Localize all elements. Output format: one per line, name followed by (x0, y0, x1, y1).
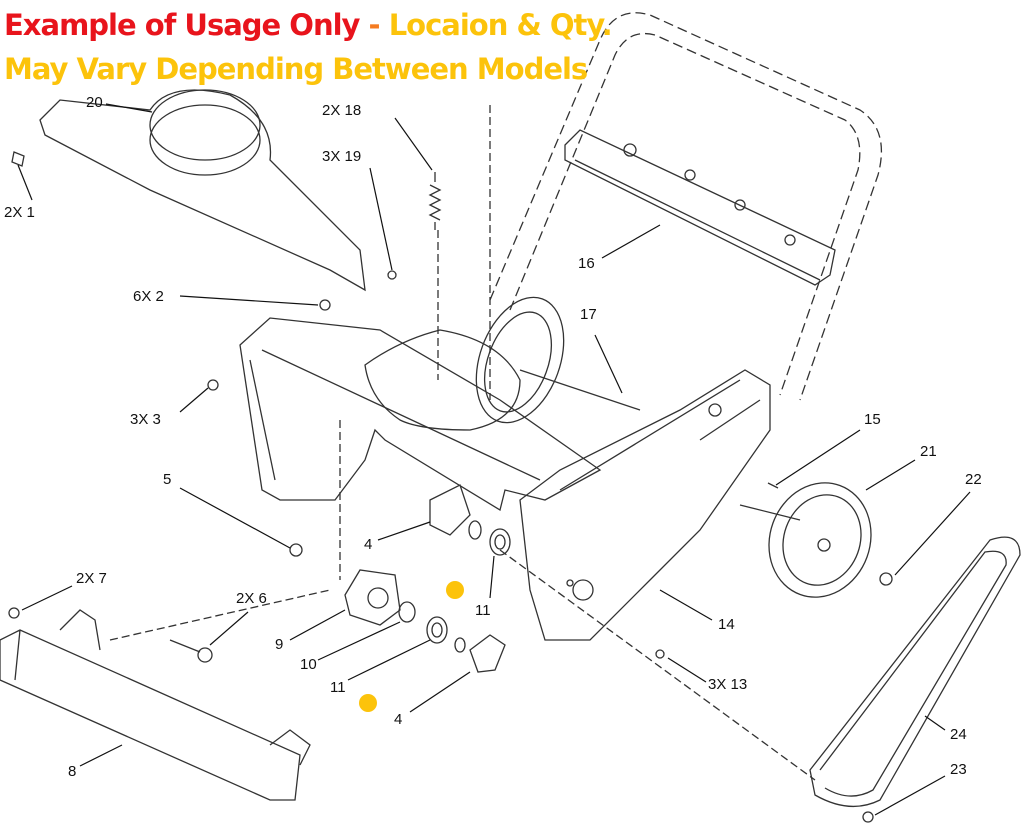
callout-23: 23 (950, 761, 967, 778)
leader-lines (17, 103, 971, 816)
callout-9: 9 (275, 636, 284, 653)
disclaimer-line-2: May Vary Depending Between Models (4, 52, 588, 86)
callout-6: 2X 6 (236, 590, 267, 607)
highlight-dot (446, 581, 464, 599)
callout-14: 14 (718, 616, 735, 633)
callout-16: 16 (578, 255, 595, 272)
callout-2: 6X 2 (133, 288, 164, 305)
handle-outline (489, 12, 882, 401)
disclaimer-yellow: Locaion & Qty. (388, 8, 613, 42)
callout-4-upper: 4 (364, 536, 373, 553)
callout-15: 15 (864, 411, 881, 428)
highlight-dot (359, 694, 377, 712)
callout-3: 3X 3 (130, 411, 161, 428)
callout-8: 8 (68, 763, 77, 780)
bearing-housing-9 (344, 569, 401, 626)
disclaimer-red: Example of Usage Only (4, 8, 360, 42)
frame (519, 369, 771, 641)
callout-4-lower: 4 (394, 711, 403, 728)
callout-10: 10 (300, 656, 317, 673)
wheel-right (768, 482, 872, 598)
callout-7: 2X 7 (76, 570, 107, 587)
callout-20: 20 (86, 94, 103, 111)
control-panel (564, 129, 836, 286)
callout-18: 2X 18 (322, 102, 362, 119)
callout-17: 17 (580, 306, 597, 323)
callout-5: 5 (163, 471, 172, 488)
auger-housing (239, 317, 602, 512)
callout-24: 24 (950, 726, 967, 743)
disclaimer-line-1: Example of Usage Only - Locaion & Qty. (4, 8, 613, 42)
callout-13: 3X 13 (708, 676, 748, 693)
callout-22: 22 (965, 471, 982, 488)
wheel-left (475, 296, 565, 424)
disclaimer-dash: - (359, 8, 389, 42)
chute (39, 89, 366, 292)
spring (428, 172, 442, 230)
callout-1: 2X 1 (4, 204, 35, 221)
scraper-bar (0, 629, 301, 801)
callout-11-upper: 11 (475, 602, 491, 619)
callout-19: 3X 19 (322, 148, 362, 165)
callout-11-lower: 11 (330, 679, 346, 696)
belt-cover (809, 536, 1021, 808)
callout-21: 21 (920, 443, 937, 460)
impeller-housing (364, 329, 521, 431)
